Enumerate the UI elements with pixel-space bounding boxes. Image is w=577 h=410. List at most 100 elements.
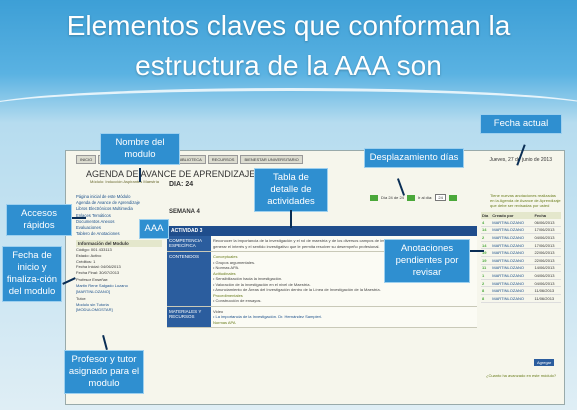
day-select[interactable]: 24 [435, 194, 446, 201]
annotation-date: 17/06/2013 [533, 226, 561, 235]
activity-row-label: CONTENIDOS [167, 252, 211, 306]
annotation-author-link[interactable]: MARTINLOZANO [491, 294, 534, 303]
prev-day-icon[interactable] [370, 194, 378, 201]
annotation-author-link[interactable]: MARTINLOZANO [491, 256, 534, 265]
annotation-author-link[interactable]: MARTINLOZANO [491, 233, 534, 242]
annotations-header-cell: Día [481, 212, 492, 219]
module-info-line: Código: 001 433113 [76, 247, 112, 253]
annotations-note: Tiene nuevas anotaciones realizadas en l… [490, 193, 561, 208]
prof-user-link[interactable]: [MARTINLOZANO] [76, 288, 110, 294]
annotation-day: 1 [481, 271, 492, 280]
quick-link[interactable]: Tablero de Anotaciones [76, 231, 120, 237]
add-annotation-button[interactable]: Agregar [534, 359, 555, 366]
quick-link[interactable]: Libros Electrónicos Multimedia [76, 206, 133, 212]
quick-link[interactable]: Evaluaciones [76, 225, 101, 231]
annotation-day: 8 [481, 286, 492, 295]
annotation-author-link[interactable]: MARTINLOZANO [491, 264, 534, 273]
nav-tab[interactable]: BIENESTAR UNIVERSITARIO [240, 155, 303, 164]
arrow-annotations [470, 250, 484, 252]
annotation-date: 22/06/2013 [533, 248, 561, 257]
callout-quick-access: Accesos rápidos [6, 204, 72, 236]
day-navigation: Día 24 de 24 Ir al día: 24 [370, 194, 457, 201]
callout-teacher-tutor: Profesor y tutor asignado para el modulo [64, 350, 144, 394]
info-header: Información del Modulo [76, 240, 162, 248]
annotation-author-link[interactable]: MARTINLOZANO [491, 286, 534, 295]
activity-line: • Construcción de ensayos. [213, 298, 262, 303]
activity-line: Reconocer la importancia de la investiga… [213, 238, 413, 243]
annotation-author-link[interactable]: MARTINLOZANO [491, 226, 534, 235]
annotation-date: 04/06/2013 [533, 279, 561, 288]
module-info-line: Créditos: 1 [76, 258, 96, 264]
slide-title-line2: estructura de la AAA son [135, 50, 442, 81]
quick-link[interactable]: Página inicial de este Módulo [76, 194, 131, 199]
activity-line: • La importancia de la Investigación. Dr… [213, 314, 323, 319]
annotation-date: 11/06/2013 [533, 286, 561, 295]
callout-pending-annotations: Anotaciones pendientes por revisar [384, 239, 470, 283]
annotation-day: 2 [481, 279, 492, 288]
annotation-date: 22/06/2013 [533, 256, 561, 265]
activity-line: • Valoración de la investigación en el n… [213, 281, 311, 287]
slide-title-line1: Elementos claves que conforman la [66, 10, 511, 41]
callout-scroll-days: Desplazamiento días [364, 148, 464, 168]
activity-row-label: COMPETENCIA ESPECÍFICA [167, 236, 211, 251]
arrow-module-name [139, 168, 141, 182]
quick-link[interactable]: Documentos Anexos [76, 218, 115, 224]
activity-line: • Grupos argumentales. [213, 259, 256, 265]
activity-line: Conceptuales [213, 254, 238, 259]
prof-name-link[interactable]: Martin Rene Salgado Lozano [76, 282, 128, 288]
annotations-header-cell: Fecha [533, 212, 561, 219]
tutor-label: Tutor: [76, 296, 87, 302]
aaa-screenshot: INICIOPROFESORESAULA VIRTUALBIBLIOTECARE… [65, 150, 565, 405]
tutor-user-link[interactable]: [MODULOMGSTAR] [76, 307, 113, 313]
annotations-panel: Tiene nuevas anotaciones realizadas en l… [481, 193, 561, 303]
go-day-button-icon[interactable] [448, 194, 457, 201]
module-name: Módulo: Inducción Aspirantes Maestría [90, 179, 159, 184]
annotation-day: 4 [481, 219, 492, 227]
callout-aaa: AAA [139, 219, 169, 239]
day-heading: DIA: 24 [169, 181, 194, 188]
current-date: Jueves, 27 de junio de 2013 [489, 157, 552, 163]
activity-line: generar el interés y el sentido investig… [213, 243, 380, 249]
annotation-author-link[interactable]: MARTINLOZANO [491, 271, 534, 280]
activity-bar: ACTIVIDAD 3 [167, 226, 477, 236]
quick-link[interactable]: Agenda de Avance de Aprendizaje [76, 200, 140, 206]
annotation-day: 8 [481, 294, 492, 303]
nav-tab[interactable]: INICIO [76, 155, 97, 164]
annotation-author-link[interactable]: MARTINLOZANO [491, 241, 534, 250]
agenda-title: AGENDA DE AVANCE DE APRENDIZAJE [86, 169, 256, 179]
activity-line: Video [213, 308, 224, 314]
activity-row-content: Video• La importancia de la Investigació… [211, 306, 477, 327]
nav-tab[interactable]: RECURSOS [207, 155, 239, 164]
annotation-author-link[interactable]: MARTINLOZANO [491, 248, 534, 257]
activity-line: • Normas APA. [213, 265, 240, 270]
annotation-author-link[interactable]: MARTINLOZANO [491, 279, 534, 288]
next-day-icon[interactable] [406, 194, 415, 201]
annotation-day: 19 [481, 256, 492, 265]
module-info-line: Fecha Final: 30/07/2013 [76, 269, 120, 275]
quick-link[interactable]: Enlaces Temáticos [76, 212, 111, 218]
annotation-date: 17/06/2013 [533, 241, 561, 250]
annotation-date: 11/06/2013 [533, 294, 561, 303]
progress-question-link[interactable]: ¿Cuanto ha avanzado en este módulo? [486, 373, 557, 378]
annotation-day: 14 [481, 241, 492, 250]
arrow-quick-access [72, 217, 86, 219]
callout-current-date: Fecha actual [480, 114, 562, 134]
arrow-activity-table [290, 210, 292, 228]
annotation-author-link[interactable]: MARTINLOZANO [491, 219, 534, 227]
tutor-name-link[interactable]: Modulo sin Tutoria [76, 301, 109, 307]
